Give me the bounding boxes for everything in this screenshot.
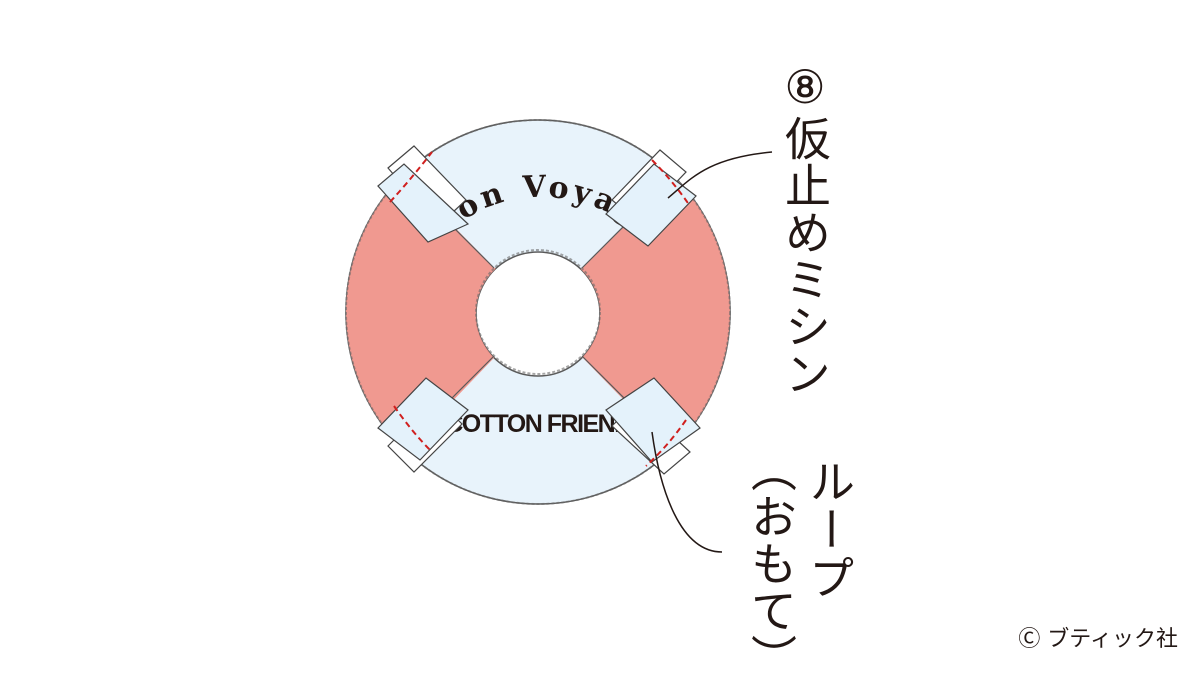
stitch-line xyxy=(389,151,433,203)
ring-bottom-text: COTTON FRIEND xyxy=(445,410,631,438)
leader-line-loop xyxy=(651,431,723,553)
loop-top-left xyxy=(377,145,470,243)
loop-bottom-right xyxy=(605,377,701,475)
stitch-line xyxy=(393,405,433,453)
stitch-line xyxy=(651,159,691,207)
label-loop: ループ xyxy=(802,458,856,602)
lifebuoy-ring xyxy=(345,119,731,505)
leader-line-stitch xyxy=(667,151,773,199)
stitch-line xyxy=(645,419,687,467)
label-basting-stitch: ⑧仮止めミシン xyxy=(778,60,832,397)
loop-top-right xyxy=(605,149,697,247)
loop-bottom-left xyxy=(377,377,469,473)
label-loop-front: （おもて） xyxy=(744,446,798,681)
copyright-text: Ⓒ ブティック社 xyxy=(1018,627,1178,652)
